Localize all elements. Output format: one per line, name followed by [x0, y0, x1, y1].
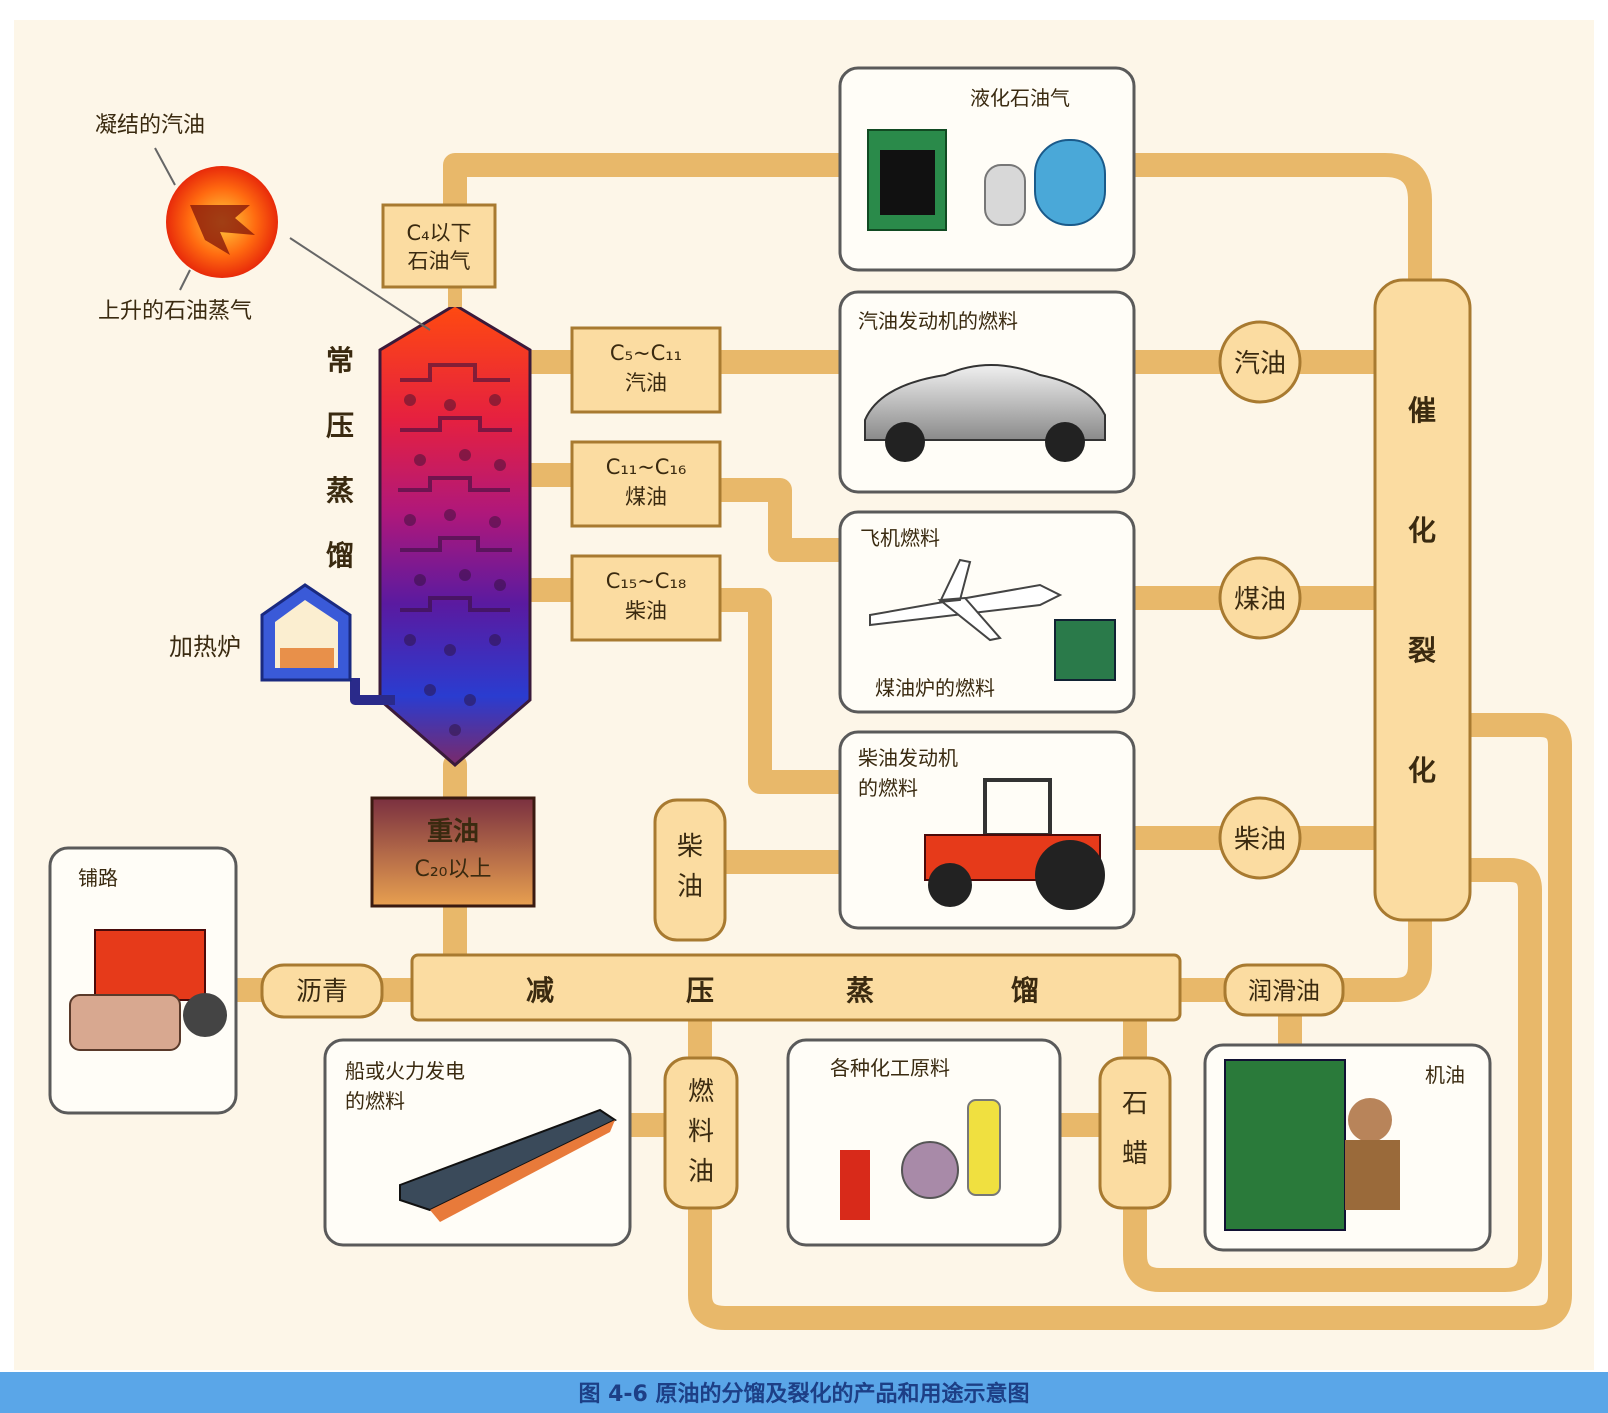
svg-text:燃: 燃: [688, 1077, 714, 1107]
card-gasoline-engine: 汽油发动机的燃料: [838, 290, 1136, 494]
svg-text:汽油: 汽油: [1234, 349, 1286, 379]
svg-text:飞机燃料: 飞机燃料: [860, 526, 940, 550]
svg-text:C₂₀以上: C₂₀以上: [414, 857, 491, 882]
svg-text:的燃料: 的燃料: [858, 776, 918, 800]
fraction-c15-c18: C₁₅~C₁₈ 柴油: [570, 554, 722, 642]
svg-text:油: 油: [677, 872, 703, 902]
atm-distillation-label: 常 压 蒸 馏: [326, 344, 354, 572]
svg-text:化: 化: [1408, 514, 1436, 547]
fraction-heavy-oil: 重油 C₂₀以上: [370, 796, 536, 908]
vacuum-distillation-bar: 减 压 蒸 馏: [410, 953, 1182, 1022]
svg-text:压: 压: [326, 409, 354, 442]
svg-text:煤油: 煤油: [625, 485, 667, 509]
svg-text:柴油: 柴油: [625, 599, 667, 623]
svg-text:柴油发动机: 柴油发动机: [858, 746, 958, 770]
svg-text:压: 压: [686, 974, 714, 1007]
rising-vapor-label: 上升的石油蒸气: [98, 299, 252, 324]
furnace-label: 加热炉: [169, 633, 241, 661]
card-diesel-engine: 柴油发动机 的燃料: [838, 730, 1136, 930]
svg-text:各种化工原料: 各种化工原料: [830, 1056, 950, 1080]
caption-bar: [0, 1372, 1608, 1413]
svg-text:蒸: 蒸: [326, 474, 354, 507]
fuel-oil-vertical-box: 燃 料 油: [663, 1056, 739, 1210]
card-engine-oil: 机油: [1203, 1043, 1492, 1252]
fraction-c5-c11: C₅~C₁₁ 汽油: [570, 326, 722, 414]
svg-text:馏: 馏: [1011, 974, 1039, 1007]
svg-text:的燃料: 的燃料: [345, 1089, 405, 1113]
fraction-c11-c16: C₁₁~C₁₆ 煤油: [570, 440, 722, 528]
svg-text:化: 化: [1408, 754, 1436, 787]
svg-text:重油: 重油: [427, 817, 479, 847]
svg-text:汽油: 汽油: [625, 371, 667, 395]
svg-text:煤油炉的燃料: 煤油炉的燃料: [875, 676, 995, 700]
card-lpg: 液化石油气: [838, 66, 1136, 272]
svg-text:C₁₅~C₁₈: C₁₅~C₁₈: [606, 569, 687, 593]
circle-diesel: 柴油: [1218, 796, 1302, 880]
card-ship-fuel: 船或火力发电 的燃料: [323, 1038, 632, 1247]
svg-text:料: 料: [688, 1117, 714, 1147]
diesel-vertical-box: 柴 油: [653, 798, 727, 942]
card-road-paving: 铺路: [48, 846, 238, 1115]
svg-text:煤油: 煤油: [1234, 585, 1286, 615]
svg-text:馏: 馏: [326, 539, 354, 572]
svg-text:蒸: 蒸: [846, 974, 874, 1007]
circle-gasoline: 汽油: [1218, 320, 1302, 404]
svg-text:铺路: 铺路: [78, 866, 118, 890]
svg-text:液化石油气: 液化石油气: [970, 86, 1070, 110]
lubricant-box: 润滑油: [1223, 963, 1345, 1017]
card-chemical-materials: 各种化工原料: [786, 1038, 1062, 1247]
svg-text:石油气: 石油气: [408, 249, 471, 273]
svg-text:C₁₁~C₁₆: C₁₁~C₁₆: [606, 455, 687, 479]
svg-text:润滑油: 润滑油: [1248, 977, 1320, 1005]
svg-text:催: 催: [1408, 394, 1436, 427]
heating-furnace: [260, 583, 395, 705]
svg-text:裂: 裂: [1408, 634, 1436, 667]
condensed-gasoline-label: 凝结的汽油: [95, 113, 205, 138]
svg-text:汽油发动机的燃料: 汽油发动机的燃料: [858, 309, 1018, 333]
svg-text:C₅~C₁₁: C₅~C₁₁: [610, 341, 682, 365]
svg-text:C₄以下: C₄以下: [406, 221, 471, 245]
paraffin-vertical-box: 石 蜡: [1098, 1056, 1172, 1210]
asphalt-box: 沥青: [260, 963, 384, 1019]
svg-text:机油: 机油: [1425, 1063, 1465, 1087]
svg-text:沥青: 沥青: [296, 977, 348, 1007]
svg-text:柴油: 柴油: [1234, 825, 1286, 855]
atmospheric-distillation-tower: [378, 285, 532, 767]
svg-text:柴: 柴: [677, 832, 703, 862]
vapor-condensation-illustration: [154, 147, 431, 331]
svg-text:减: 减: [526, 974, 554, 1007]
svg-text:石: 石: [1122, 1089, 1148, 1119]
fraction-c4: C₄以下 石油气: [381, 203, 497, 289]
circle-kerosene: 煤油: [1218, 556, 1302, 640]
svg-text:蜡: 蜡: [1122, 1139, 1148, 1169]
svg-text:船或火力发电: 船或火力发电: [345, 1059, 465, 1083]
catalytic-cracking-column: 催 化 裂 化: [1373, 278, 1472, 922]
card-jet-fuel: 飞机燃料 煤油炉的燃料: [838, 510, 1136, 714]
figure-caption: 图 4-6 原油的分馏及裂化的产品和用途示意图: [578, 1382, 1030, 1407]
svg-text:油: 油: [688, 1157, 714, 1187]
svg-text:常: 常: [326, 344, 354, 377]
